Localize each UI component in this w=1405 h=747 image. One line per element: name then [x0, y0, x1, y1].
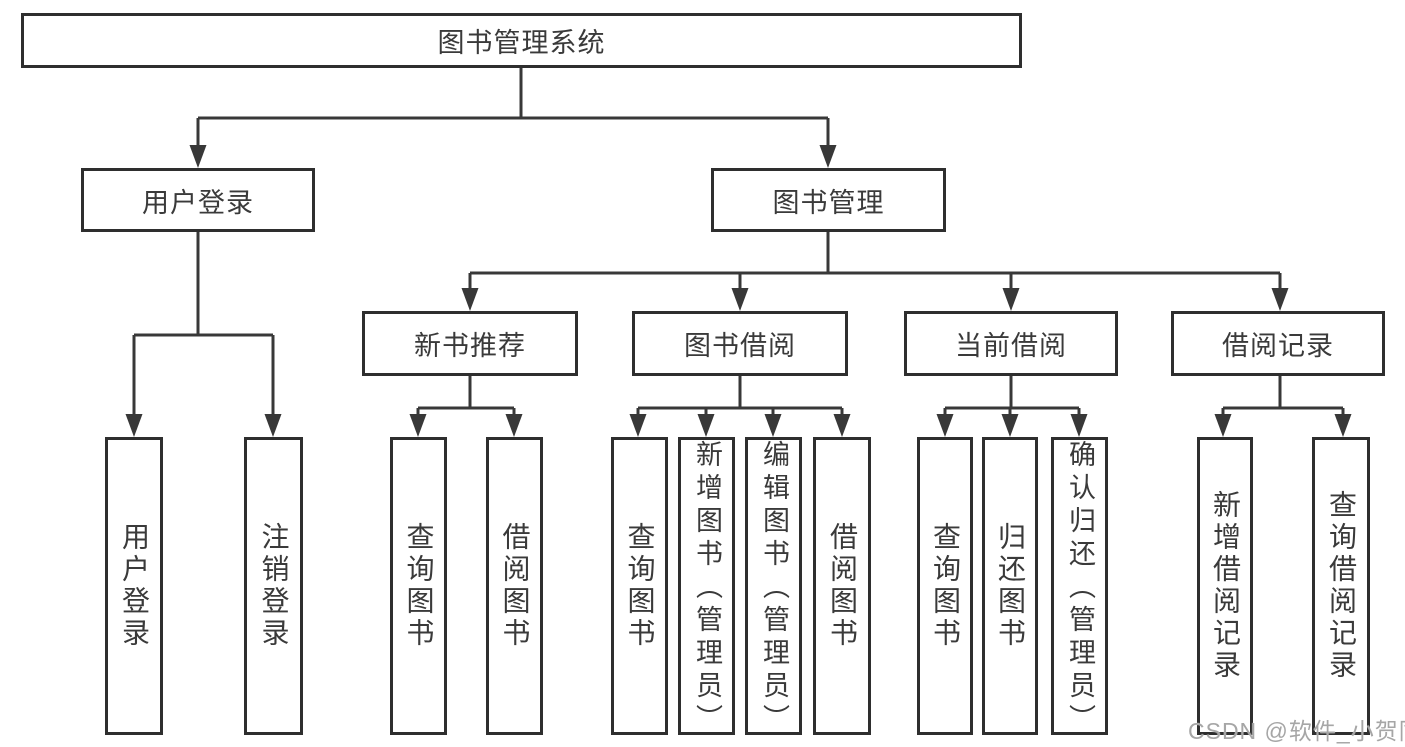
arrow-down-icon [697, 414, 715, 437]
arrow-down-icon [461, 288, 479, 311]
leaf-records-add-record: 新增借阅记录 [1197, 437, 1253, 735]
connector-borrow-records [1221, 376, 1345, 417]
node-user-login-label: 用户登录 [142, 187, 254, 218]
node-book-borrow: 图书借阅 [632, 311, 848, 376]
node-user-login: 用户登录 [81, 168, 315, 232]
arrow-down-icon [833, 414, 851, 437]
leaf-borrow-query-book-label: 查询图书 [624, 522, 656, 650]
leaf-logout-label: 注销登录 [258, 522, 290, 650]
leaf-borrow-borrow-book: 借阅图书 [813, 437, 871, 735]
arrow-down-icon [936, 414, 954, 437]
connector-user-login [132, 232, 275, 417]
arrow-down-icon [764, 414, 782, 437]
node-book-management: 图书管理 [711, 168, 946, 232]
leaf-current-confirm-return-admin: 确认归还（管理员） [1051, 437, 1108, 737]
leaf-borrow-add-book-admin: 新增图书（管理员） [678, 437, 735, 737]
arrowheads [125, 145, 1352, 437]
leaf-borrow-query-book: 查询图书 [611, 437, 668, 735]
arrow-down-icon [505, 414, 523, 437]
arrow-down-icon [1214, 414, 1232, 437]
leaf-borrow-borrow-book-label: 借阅图书 [827, 522, 858, 650]
arrow-down-icon [1001, 414, 1019, 437]
leaf-user-login: 用户登录 [105, 437, 163, 735]
node-current-borrow-label: 当前借阅 [955, 331, 1067, 361]
leaf-records-add-record-label: 新增借阅记录 [1210, 490, 1241, 682]
leaf-current-return-book: 归还图书 [982, 437, 1038, 735]
node-borrow-records-label: 借阅记录 [1222, 331, 1334, 361]
node-root: 图书管理系统 [21, 13, 1022, 68]
leaf-borrow-add-book-admin-label: 新增图书（管理员） [692, 440, 722, 737]
connector-book-borrow [636, 376, 844, 417]
leaf-recommend-borrow-book-label: 借阅图书 [499, 522, 531, 650]
csdn-watermark: CSDN @软件_小贺同学 [1188, 718, 1405, 744]
arrow-down-icon [1334, 414, 1352, 437]
connector-book-management [468, 232, 1282, 293]
leaf-borrow-edit-book-admin: 编辑图书（管理员） [745, 437, 802, 737]
leaf-records-query-record-label: 查询借阅记录 [1326, 490, 1357, 682]
leaf-user-login-label: 用户登录 [119, 522, 150, 650]
leaf-current-confirm-return-admin-label: 确认归还（管理员） [1065, 440, 1095, 737]
arrow-down-icon [629, 414, 647, 437]
node-borrow-records: 借阅记录 [1171, 311, 1385, 376]
connector-current-borrow [943, 376, 1081, 417]
leaf-recommend-query-book: 查询图书 [390, 437, 447, 735]
connector-new-book-recommend [416, 376, 516, 417]
node-new-book-recommend: 新书推荐 [362, 311, 578, 376]
arrow-down-icon [819, 145, 837, 168]
leaf-logout: 注销登录 [244, 437, 303, 735]
node-root-label: 图书管理系统 [437, 28, 606, 58]
leaf-current-return-book-label: 归还图书 [995, 522, 1026, 650]
arrow-down-icon [189, 145, 207, 168]
arrow-down-icon [125, 414, 143, 437]
arrow-down-icon [731, 288, 749, 311]
arrow-down-icon [264, 414, 282, 437]
leaf-recommend-borrow-book: 借阅图书 [486, 437, 543, 735]
connector-root [196, 68, 830, 148]
arrow-down-icon [409, 414, 427, 437]
leaf-records-query-record: 查询借阅记录 [1312, 437, 1370, 735]
node-current-borrow: 当前借阅 [904, 311, 1118, 376]
arrow-down-icon [1271, 288, 1289, 311]
arrow-down-icon [1070, 414, 1088, 437]
leaf-current-query-book-label: 查询图书 [930, 522, 961, 650]
leaf-recommend-query-book-label: 查询图书 [403, 522, 435, 650]
node-book-borrow-label: 图书借阅 [684, 331, 796, 361]
arrow-down-icon [1002, 288, 1020, 311]
leaf-current-query-book: 查询图书 [917, 437, 973, 735]
leaf-borrow-edit-book-admin-label: 编辑图书（管理员） [759, 440, 789, 737]
node-book-management-label: 图书管理 [772, 187, 885, 218]
node-new-book-recommend-label: 新书推荐 [414, 331, 526, 361]
